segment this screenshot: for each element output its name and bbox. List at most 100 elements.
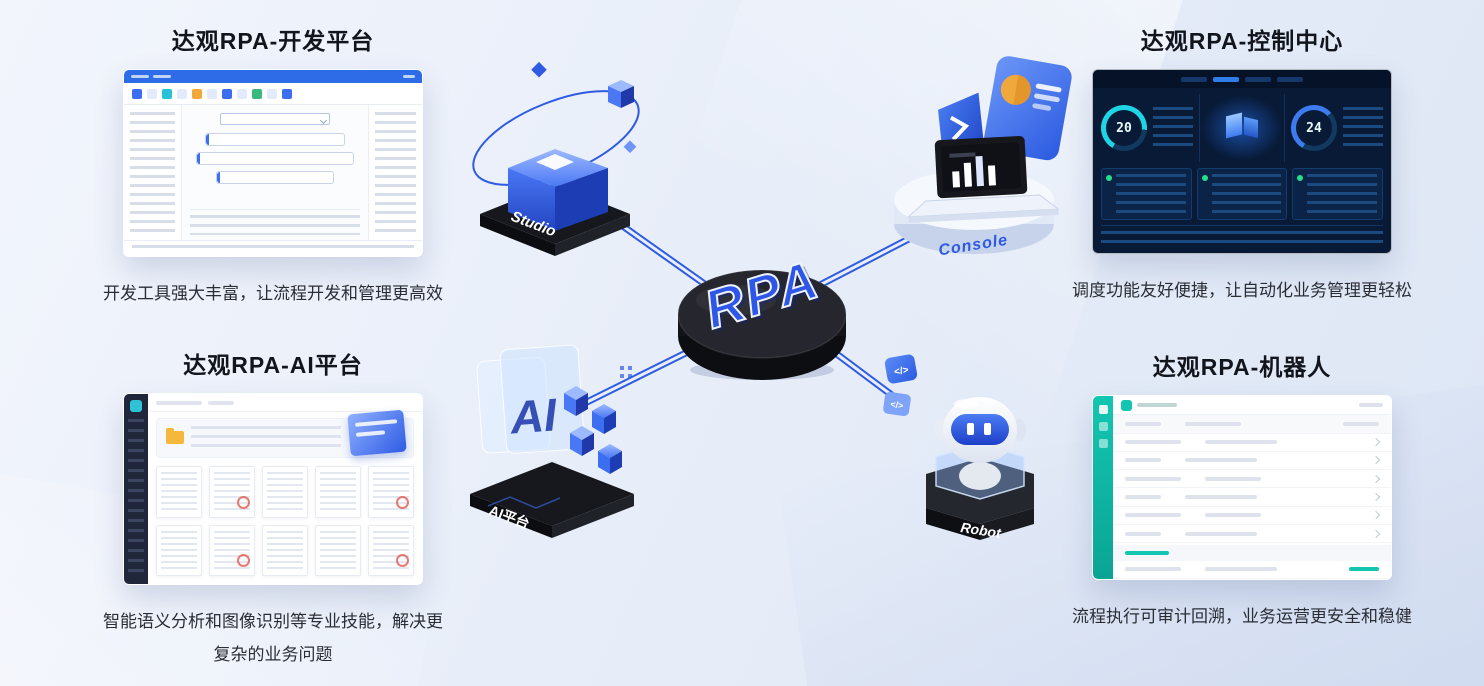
cube-icon	[564, 386, 588, 416]
code-chip-icon: </>	[884, 354, 918, 384]
folder-icon	[166, 428, 184, 444]
ai-node: AI AI平台	[452, 330, 652, 540]
toolbar-icon	[162, 88, 172, 99]
document-card	[209, 524, 255, 576]
task-row	[1113, 452, 1391, 471]
robot-status-card	[1292, 168, 1384, 220]
cube-icon	[592, 404, 616, 434]
ai-platform-section: 达观RPA-AI平台	[78, 346, 468, 671]
dev-platform-title: 达观RPA-开发平台	[171, 28, 375, 54]
robot-icon: </> </> Robot	[883, 354, 1034, 541]
control-center-screenshot: 20 24	[1092, 69, 1392, 254]
chevron-right-icon	[1371, 474, 1381, 484]
toolbar-icon	[282, 88, 292, 99]
cube-icon	[598, 444, 622, 474]
document-card	[262, 466, 308, 518]
console-node: Console	[872, 52, 1077, 267]
control-center-caption: 调度功能友好便捷，让自动化业务管理更轻松	[1072, 281, 1412, 300]
robot-status-card	[1101, 168, 1192, 220]
ai-platform-icon: AI AI平台	[470, 344, 634, 538]
studio-properties-panel	[368, 105, 422, 240]
ai-app-header	[148, 394, 422, 412]
toolbar-icon	[222, 88, 232, 99]
chevron-right-icon	[1371, 437, 1381, 447]
flow-step	[216, 171, 334, 184]
studio-toolbar	[124, 83, 422, 105]
robot-app-header	[1113, 396, 1391, 416]
document-grid	[148, 458, 422, 584]
task-row	[1113, 561, 1391, 579]
control-center-title: 达观RPA-控制中心	[1140, 28, 1344, 54]
cube-icon	[570, 426, 594, 456]
flow-step	[205, 133, 345, 146]
app-logo	[130, 400, 142, 412]
ai-platform-caption: 智能语义分析和图像识别等专业技能，解决更 复杂的业务问题	[103, 612, 443, 664]
robot-status-card	[1196, 168, 1288, 220]
gauge-left-value: 20	[1116, 120, 1132, 136]
document-card	[315, 524, 361, 576]
dashboard-kpi-row: 20 24	[1093, 88, 1391, 168]
gauge-right-value: 24	[1306, 120, 1322, 136]
ai-platform-title: 达观RPA-AI平台	[183, 352, 363, 378]
dashboard-gauge-right-group: 24	[1291, 105, 1383, 151]
code-chip-icon: </>	[883, 391, 911, 417]
robot-label: Robot	[960, 519, 1004, 540]
robot-app-sidebar	[1093, 396, 1113, 579]
task-row	[1113, 488, 1391, 507]
svg-text:</>: </>	[890, 399, 904, 411]
gauge-left-stats	[1153, 107, 1193, 149]
home-icon	[1098, 405, 1108, 414]
gauge-right: 24	[1291, 105, 1337, 151]
dashboard-nav	[1093, 70, 1391, 88]
gauge-left: 20	[1101, 105, 1147, 151]
studio-window-titlebar	[124, 70, 422, 83]
document-card	[315, 466, 361, 518]
toolbar-icon	[252, 88, 262, 99]
dot-pattern	[620, 366, 632, 378]
ai-platform-screenshot	[123, 393, 423, 585]
ai-app-sidebar	[124, 394, 148, 584]
task-row	[1113, 434, 1391, 452]
studio-cube-icon: Studio	[472, 61, 640, 256]
document-card	[156, 524, 202, 576]
chevron-right-icon	[1371, 511, 1381, 520]
document-card	[209, 466, 255, 518]
studio-status-bar	[124, 240, 422, 256]
control-center-section: 达观RPA-控制中心 20 24	[1047, 22, 1437, 307]
dev-platform-screenshot	[123, 69, 423, 257]
banner-illustration	[347, 409, 407, 457]
dashboard-gauge-left-group: 20	[1101, 105, 1193, 151]
dashboard-stats-row	[1101, 225, 1383, 247]
document-card	[262, 524, 308, 576]
dev-platform-caption: 开发工具强大丰富，让流程开发和管理更高效	[103, 284, 443, 303]
robot-title: 达观RPA-机器人	[1152, 354, 1332, 380]
flow-step	[196, 152, 354, 165]
robot-status-cards	[1093, 168, 1391, 220]
document-card	[156, 466, 202, 518]
ai-letters: AI	[508, 388, 560, 443]
chevron-right-icon	[1371, 456, 1381, 465]
robot-screenshot	[1092, 395, 1392, 580]
robot-section: 达观RPA-机器人 流程执行可审计回溯，业务运营更安全和稳健	[1047, 348, 1437, 633]
dev-platform-section: 达观RPA-开发平台 开发工具强大丰富，让流程开发和管理更高效	[78, 22, 468, 310]
rpa-hub: RPA	[676, 248, 848, 383]
document-card	[368, 466, 414, 518]
studio-flow-canvas	[182, 105, 368, 240]
task-list-header	[1113, 415, 1391, 434]
task-row	[1113, 470, 1391, 489]
chevron-right-icon	[1371, 492, 1381, 502]
ai-info-banner	[156, 409, 414, 458]
studio-project-tree	[124, 105, 182, 240]
sidebar-menu	[128, 419, 144, 578]
building-illustration	[1224, 113, 1260, 141]
app-logo	[1121, 399, 1132, 411]
task-row	[1113, 507, 1391, 526]
gauge-right-stats	[1343, 107, 1383, 149]
chevron-right-icon	[1371, 529, 1381, 538]
task-row	[1113, 525, 1391, 544]
robot-caption: 流程执行可审计回溯，业务运营更安全和稳健	[1072, 607, 1412, 626]
studio-node: Studio	[458, 56, 653, 256]
studio-search-box	[220, 113, 330, 125]
console-laptop-icon: Console	[894, 56, 1072, 259]
